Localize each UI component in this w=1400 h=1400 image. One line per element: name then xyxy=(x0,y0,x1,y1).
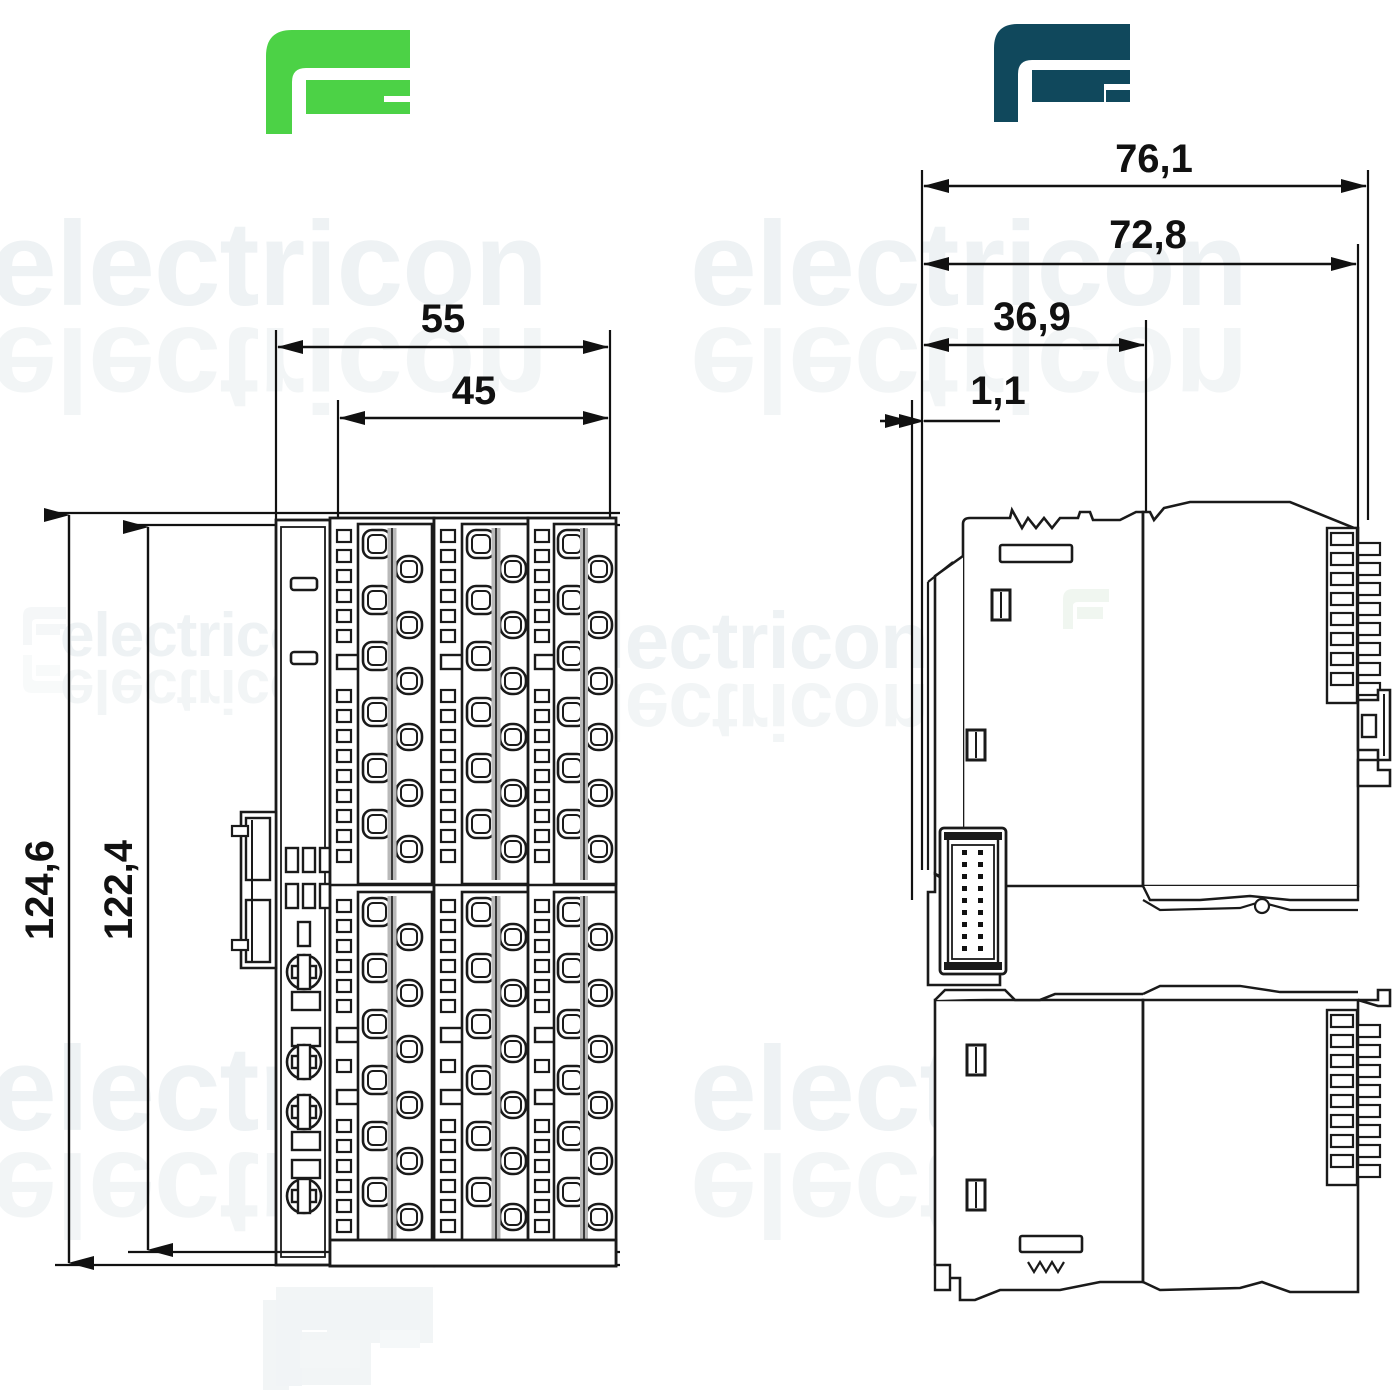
side-view-module xyxy=(926,500,1392,1302)
side-mid-band xyxy=(1141,885,1360,902)
watermark-logo-mark-left xyxy=(23,607,66,645)
logo-electricon-dark xyxy=(994,24,1130,122)
dimension-label-55: 55 xyxy=(421,297,466,341)
watermark-logo-mark-left-reflection xyxy=(23,655,66,693)
dimension-label-45: 45 xyxy=(452,369,497,413)
front-led-group-2 xyxy=(284,882,334,910)
front-led-group-1 xyxy=(284,846,334,874)
front-vent-slot-1 xyxy=(289,576,319,592)
side-lower-top-step xyxy=(934,988,1143,1002)
front-view-module xyxy=(230,516,618,1268)
dimension-depth-761 xyxy=(920,170,1370,870)
front-terminal-column-3 xyxy=(526,516,618,1268)
side-foot-latch xyxy=(933,1263,952,1292)
side-contact-strip-lower xyxy=(1325,1008,1382,1187)
logo-electricon-green xyxy=(266,30,410,134)
front-vent-slot-2 xyxy=(289,650,319,666)
front-screw-lock-1 xyxy=(285,953,323,1012)
watermark-logo-mark-right xyxy=(1063,589,1109,629)
dimension-width-45 xyxy=(336,400,609,520)
front-bus-connector xyxy=(230,810,278,970)
dimension-width-55 xyxy=(274,330,612,520)
front-screw-lock-4 xyxy=(285,1158,323,1215)
dimension-label-761: 76,1 xyxy=(1115,137,1193,181)
side-upper-body-right xyxy=(1141,500,1360,888)
side-contact-strip-upper xyxy=(1325,526,1382,705)
front-terminal-column-1 xyxy=(328,516,436,1268)
dimension-depth-11 xyxy=(880,400,1000,900)
side-right-clip xyxy=(1356,688,1392,762)
dimension-depth-728 xyxy=(923,244,1360,560)
dimension-label-11: 1,1 xyxy=(970,369,1026,413)
front-led-group-3 xyxy=(296,920,312,948)
side-right-clip-tail xyxy=(1356,758,1392,788)
side-right-clip-lower xyxy=(1357,988,1392,1008)
side-label-slot-lower xyxy=(1018,1234,1084,1254)
watermark-electricon-midright: electricon xyxy=(560,596,929,685)
front-screw-lock-2 xyxy=(285,1026,323,1081)
dimension-label-728: 72,8 xyxy=(1109,213,1187,257)
front-terminal-column-2 xyxy=(432,516,538,1268)
watermark-logo-bottom xyxy=(263,1287,433,1390)
side-rib-teeth-lower xyxy=(1027,1259,1065,1275)
watermark-electricon-top: electricon xyxy=(0,197,548,331)
front-screw-lock-3 xyxy=(285,1093,323,1152)
dimension-label-1246: 124,6 xyxy=(18,840,62,940)
dimension-label-369: 36,9 xyxy=(993,295,1071,339)
side-pin-header-connector xyxy=(926,826,1008,987)
side-label-slot-upper xyxy=(998,543,1074,564)
dimension-label-1224: 122,4 xyxy=(97,839,141,940)
side-lower-body-right xyxy=(1141,998,1360,1294)
